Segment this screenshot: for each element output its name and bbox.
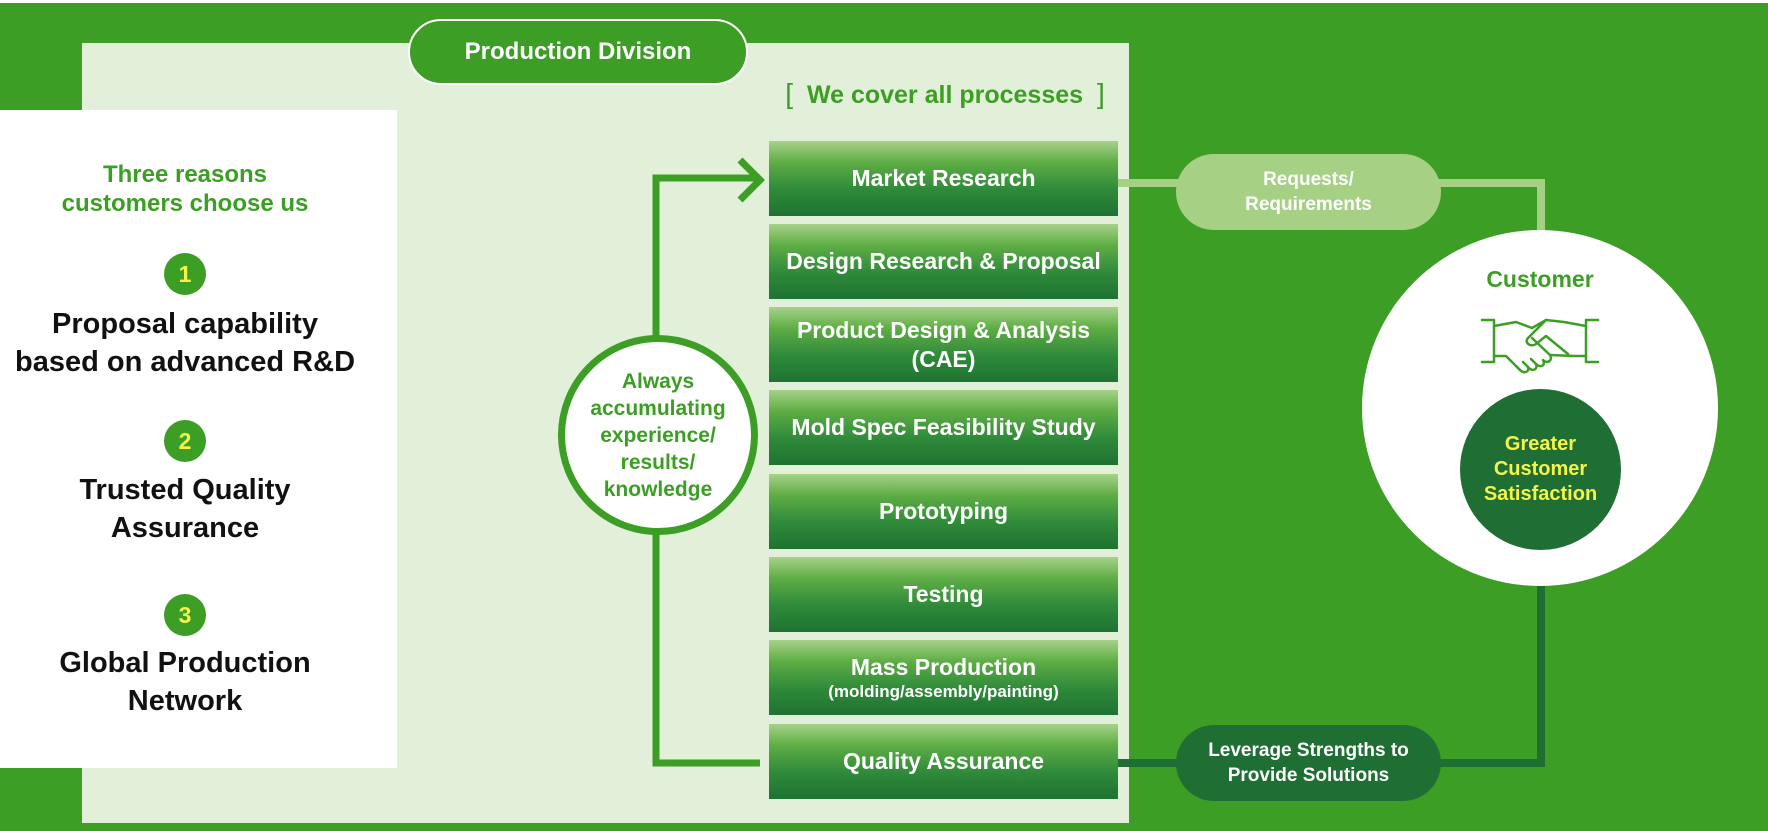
process-testing: Testing: [769, 557, 1118, 632]
leverage-line2: Provide Solutions: [1227, 765, 1390, 786]
process-prototyping: Prototyping: [769, 474, 1118, 549]
process-label: Mold Spec Feasibility Study: [791, 414, 1096, 440]
reasons-title: Three reasons customers choose us: [35, 160, 335, 218]
handshake-icon: [1480, 318, 1600, 374]
satisfaction-line1: Greater: [1504, 433, 1577, 455]
loop-line2: accumulating: [590, 396, 726, 420]
satisfaction-line2: Customer: [1493, 458, 1588, 480]
process-label: Quality Assurance: [842, 748, 1045, 774]
loop-arrowhead: [737, 157, 765, 203]
reason-2-line1: Trusted Quality: [79, 474, 291, 506]
loop-line1: Always: [621, 369, 695, 393]
production-division-label: Production Division: [408, 19, 748, 85]
requests-line1: Requests/: [1263, 169, 1354, 190]
reason-3-line1: Global Production: [59, 647, 311, 679]
loop-line3: experience/: [600, 423, 716, 447]
satisfaction-line3: Satisfaction: [1483, 483, 1598, 505]
customer-label: Customer: [1486, 266, 1594, 292]
process-label: Design Research & Proposal: [786, 248, 1101, 274]
process-label: Market Research: [851, 165, 1036, 191]
process-mold-spec: Mold Spec Feasibility Study: [769, 390, 1118, 465]
process-label: Product Design & Analysis: [796, 316, 1091, 343]
reason-2-line2: Assurance: [110, 512, 260, 544]
reason-3-text: Global Production Network: [0, 644, 370, 720]
reason-3-number: 3: [164, 594, 206, 636]
leverage-line1: Leverage Strengths to: [1208, 740, 1409, 761]
reason-1-line2: based on advanced R&D: [14, 346, 356, 378]
top-border: [0, 0, 1768, 3]
reason-1-number: 1: [164, 253, 206, 295]
bracket-right: ]: [1096, 78, 1105, 109]
loop-line5: knowledge: [603, 477, 713, 501]
reason-2-text: Trusted Quality Assurance: [0, 471, 370, 547]
cover-text: We cover all processes: [806, 81, 1084, 109]
leverage-strengths-pill: Leverage Strengths to Provide Solutions: [1176, 725, 1441, 801]
cover-all-processes: [ We cover all processes ]: [775, 76, 1115, 113]
reason-1-line1: Proposal capability: [52, 308, 318, 340]
process-market-research: Market Research: [769, 141, 1118, 216]
process-quality-assurance: Quality Assurance: [769, 724, 1118, 799]
process-label: Prototyping: [878, 498, 1009, 524]
requests-line2: Requirements: [1245, 194, 1372, 215]
reason-3-line2: Network: [127, 685, 243, 717]
reason-1-text: Proposal capability based on advanced R&…: [0, 305, 370, 381]
process-mass-production: Mass Production (molding/assembly/painti…: [769, 640, 1118, 715]
bracket-left: [: [785, 78, 794, 109]
reasons-title-line1: Three reasons: [102, 161, 268, 188]
process-sublabel: (CAE): [911, 345, 976, 372]
accumulating-knowledge-circle: Always accumulating experience/ results/…: [558, 335, 758, 535]
loop-line4: results/: [620, 450, 696, 474]
process-product-design: Product Design & Analysis (CAE): [769, 307, 1118, 382]
process-label: Testing: [903, 581, 984, 607]
reason-2-number: 2: [164, 420, 206, 462]
process-sublabel: (molding/assembly/painting): [828, 682, 1059, 701]
process-design-research: Design Research & Proposal: [769, 224, 1118, 299]
reasons-title-line2: customers choose us: [61, 190, 309, 217]
requests-requirements-pill: Requests/ Requirements: [1176, 154, 1441, 230]
process-label: Mass Production: [850, 654, 1037, 680]
greater-satisfaction-circle: Greater Customer Satisfaction: [1460, 389, 1621, 550]
